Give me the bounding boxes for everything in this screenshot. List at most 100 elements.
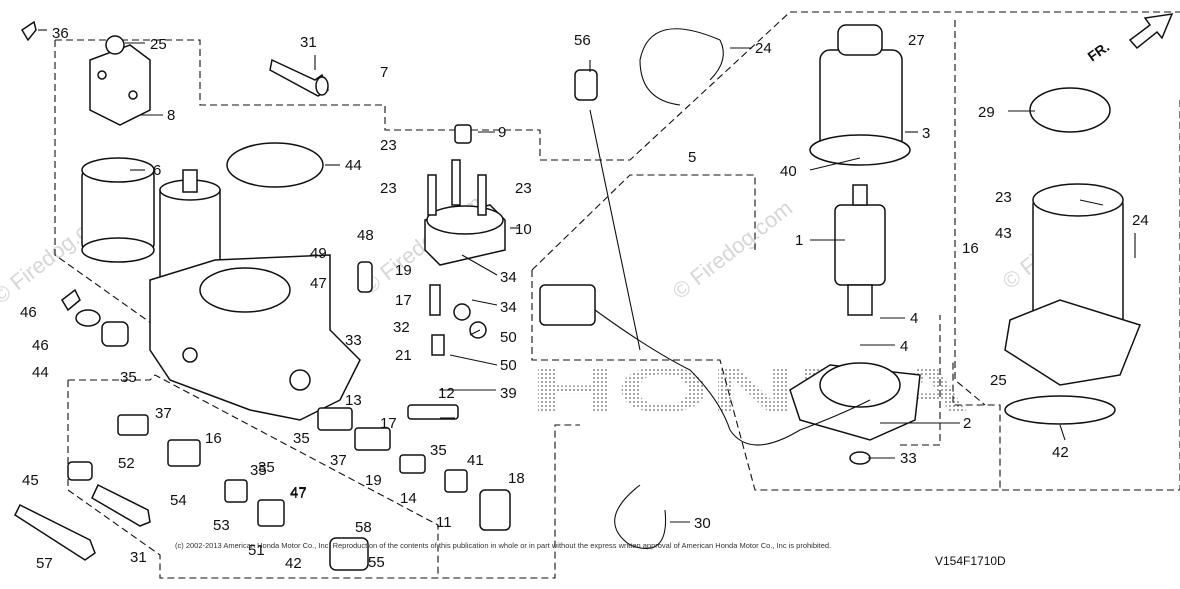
callout-label: 23 [515, 180, 532, 197]
part-motor-22 [1004, 183, 1141, 425]
direction-arrow: FR. [1085, 13, 1174, 64]
callout-label: 33 [900, 450, 917, 467]
callout-label: 50 [500, 357, 517, 374]
callout-label: 23 [380, 137, 397, 154]
callout-label: 23 [995, 189, 1012, 206]
callout-label: 24 [1132, 212, 1149, 229]
part-bracket [89, 35, 151, 126]
callout-label: 34 [500, 269, 517, 286]
callout-label: 35 [293, 430, 310, 447]
callout-label: 47 [290, 485, 307, 502]
callout-label: 31 [300, 34, 317, 51]
callout-label: 10 [515, 221, 532, 238]
callout-label: 36 [52, 25, 69, 42]
part-pin [269, 58, 329, 97]
callout-label: 3 [922, 125, 930, 142]
callout-label: 29 [978, 104, 995, 121]
callout-label: 37 [155, 405, 172, 422]
callout-label: 48 [357, 227, 374, 244]
callout-label: 25 [150, 36, 167, 53]
callout-label: 54 [170, 492, 187, 509]
callout-label: 18 [508, 470, 525, 487]
callout-label: 31 [130, 549, 147, 566]
callout-label: 30 [694, 515, 711, 532]
callout-label: 2 [963, 415, 971, 432]
callout-label: 39 [500, 385, 517, 402]
callout-label: 46 [20, 304, 37, 321]
part-reservoir [81, 157, 155, 263]
part-oring-41 [226, 142, 324, 188]
part-motor-top [809, 24, 911, 166]
callout-label: 58 [355, 519, 372, 536]
callout-label: 53 [213, 517, 230, 534]
callout-label: 47 [310, 275, 327, 292]
callout-label: 27 [908, 32, 925, 49]
callout-label: 11 [436, 514, 452, 531]
part-pump-body [149, 254, 361, 421]
callout-label: 51 [248, 542, 265, 559]
callout-label: 35 [258, 459, 275, 476]
callout-label: 4 [910, 310, 918, 327]
callout-label: 52 [118, 455, 135, 472]
callout-label: 56 [574, 32, 591, 49]
callout-label: 5 [688, 149, 696, 166]
callout-label: 24 [755, 40, 772, 57]
callout-label: 25 [990, 372, 1007, 389]
callout-label: 12 [438, 385, 455, 402]
callout-label: 42 [285, 555, 302, 572]
leader-lines [38, 29, 1136, 523]
callout-label: 40 [780, 163, 797, 180]
callout-label: 41 [467, 452, 484, 469]
callout-label: 6 [153, 162, 161, 179]
callout-label: 7 [380, 64, 388, 81]
callout-label: 23 [380, 180, 397, 197]
part-clamp-29 [639, 28, 724, 106]
part-armature [834, 184, 886, 316]
callout-label: 21 [395, 347, 412, 364]
direction-label: FR. [1085, 38, 1113, 64]
callout-label: 8 [167, 107, 175, 124]
callout-label: 34 [500, 299, 517, 316]
callout-label: 49 [310, 245, 327, 262]
part-valve-block [424, 124, 506, 266]
callout-label: 35 [430, 442, 447, 459]
callout-label: 35 [250, 462, 267, 479]
callout-label: 45 [22, 472, 39, 489]
callout-label: 19 [365, 472, 382, 489]
callout-label: 19 [395, 262, 412, 279]
callout-label: 42 [1052, 444, 1069, 461]
part-motor-base [789, 362, 921, 465]
diagram-code: V154F1710D [935, 554, 1006, 568]
callout-label: 1 [795, 232, 803, 249]
callout-label: 50 [500, 329, 517, 346]
callout-label: 32 [393, 319, 410, 336]
callout-label: 46 [32, 337, 49, 354]
callout-label: 43 [995, 225, 1012, 242]
callout-label: 47 [290, 484, 307, 501]
part-pins-bottom [14, 20, 151, 561]
callout-label: 13 [345, 392, 362, 409]
callout-label: 44 [32, 364, 49, 381]
callout-label: 37 [330, 452, 347, 469]
callout-label: 57 [36, 555, 53, 572]
copyright-text: (c) 2002-2013 American Honda Motor Co., … [175, 541, 831, 550]
part-harness [539, 69, 871, 446]
callout-label: 55 [368, 554, 385, 571]
part-clamp-30 [614, 484, 667, 550]
watermark: © Firedog.com [668, 195, 797, 304]
callouts: 36 25 31 7 8 9 6 44 23 23 23 10 48 49 47… [20, 25, 1149, 572]
part-spools [117, 404, 511, 571]
callout-label: 44 [345, 157, 362, 174]
callout-label: 16 [962, 240, 979, 257]
callout-label: 17 [395, 292, 412, 309]
callout-label: 17 [380, 415, 397, 432]
callout-label: 33 [345, 332, 362, 349]
callout-label: 16 [205, 430, 222, 447]
part-small-valves [357, 261, 487, 356]
part-clamp-28 [1029, 87, 1111, 133]
callout-label: 9 [498, 124, 506, 141]
callout-label: 4 [900, 338, 908, 355]
callout-label: 35 [120, 369, 137, 386]
callout-label: 14 [400, 490, 417, 507]
